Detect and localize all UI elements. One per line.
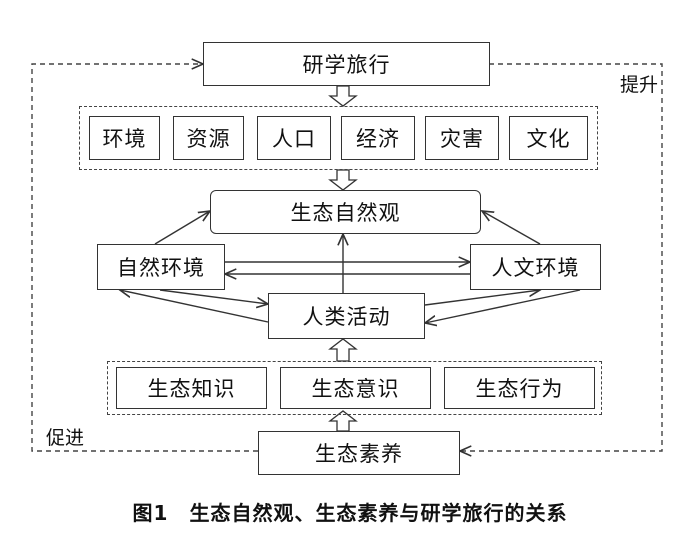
block-arrow-factors-to-central [328,169,358,191]
arrow-activity-to-humanity [424,290,540,306]
block-arrow-ecology-to-activity [328,338,358,362]
factor-box: 资源 [173,116,244,160]
label-promote: 促进 [46,427,85,449]
arrow-nature-to-central [154,211,210,245]
factor-box: 文化 [509,116,588,160]
feedback-loop-right [460,63,663,451]
ecology-group [107,361,602,415]
block-arrow-top-to-factors [328,85,358,107]
block-arrow-literacy-to-ecology [328,410,358,432]
human-activity-box: 人类活动 [268,293,425,339]
ecological-awareness-box: 生态意识 [280,367,431,409]
arrow-activity-to-nature [120,290,269,323]
human-environment-box: 人文环境 [470,244,601,290]
figure-caption: 图1 生态自然观、生态素养与研学旅行的关系 [132,501,568,525]
factor-box: 环境 [89,116,160,160]
arrow-humanity-to-activity [425,289,581,323]
factor-box: 灾害 [425,116,499,160]
factors-group [79,106,598,170]
research-travel-box: 研学旅行 [203,42,490,86]
feedback-loop-left [31,64,258,452]
ecological-literacy-box: 生态素养 [258,431,460,475]
arrow-nature-to-activity [159,289,268,304]
natural-environment-box: 自然环境 [97,244,225,290]
ecological-behavior-box: 生态行为 [444,367,595,409]
ecological-nature-view-box: 生态自然观 [210,190,481,234]
label-enhance: 提升 [620,74,659,96]
factor-box: 经济 [341,116,415,160]
arrow-humanity-to-central [482,211,541,245]
ecological-knowledge-box: 生态知识 [116,367,267,409]
factor-box: 人口 [257,116,331,160]
